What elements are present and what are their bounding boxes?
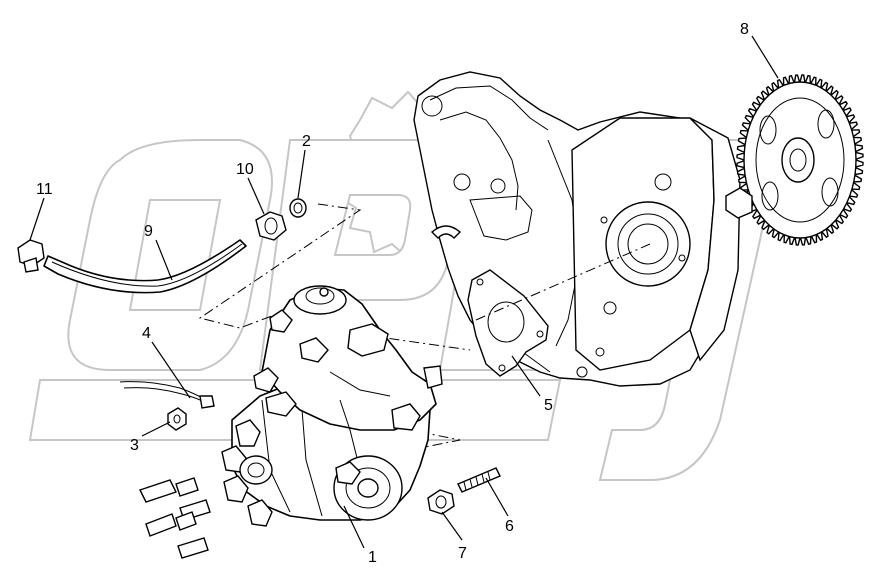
- part-6-stud: [457, 467, 501, 493]
- part-8-drive-gear: [725, 74, 864, 246]
- engine-front-cover: [413, 71, 741, 387]
- label-part-3: 3: [130, 437, 139, 454]
- part-7-nut: [427, 489, 455, 515]
- part-3-nut: [167, 407, 187, 431]
- label-part-11: 11: [36, 181, 53, 198]
- label-part-2: 2: [302, 133, 311, 150]
- label-part-4: 4: [142, 325, 151, 342]
- label-part-9: 9: [144, 223, 153, 240]
- part-1-injection-pump: [221, 285, 443, 527]
- label-part-10: 10: [236, 161, 254, 178]
- label-part-5: 5: [544, 397, 553, 414]
- part-9-fuel-pipe: [43, 239, 247, 294]
- part-11-nut: [17, 239, 45, 273]
- part-5-gasket: [467, 269, 549, 377]
- part-10-union: [255, 211, 287, 241]
- part-2-seal-ring: [289, 198, 307, 218]
- label-part-6: 6: [505, 518, 514, 535]
- label-part-8: 8: [740, 21, 749, 38]
- part-4-cable: [119, 381, 215, 409]
- part-number-labels: 1 2 3 4 5 6 7 8 9 10 11: [36, 21, 749, 566]
- leader-lines: [29, 35, 779, 549]
- pipe-end-fittings: [139, 477, 211, 559]
- label-part-7: 7: [458, 545, 467, 562]
- label-part-1: 1: [368, 549, 377, 566]
